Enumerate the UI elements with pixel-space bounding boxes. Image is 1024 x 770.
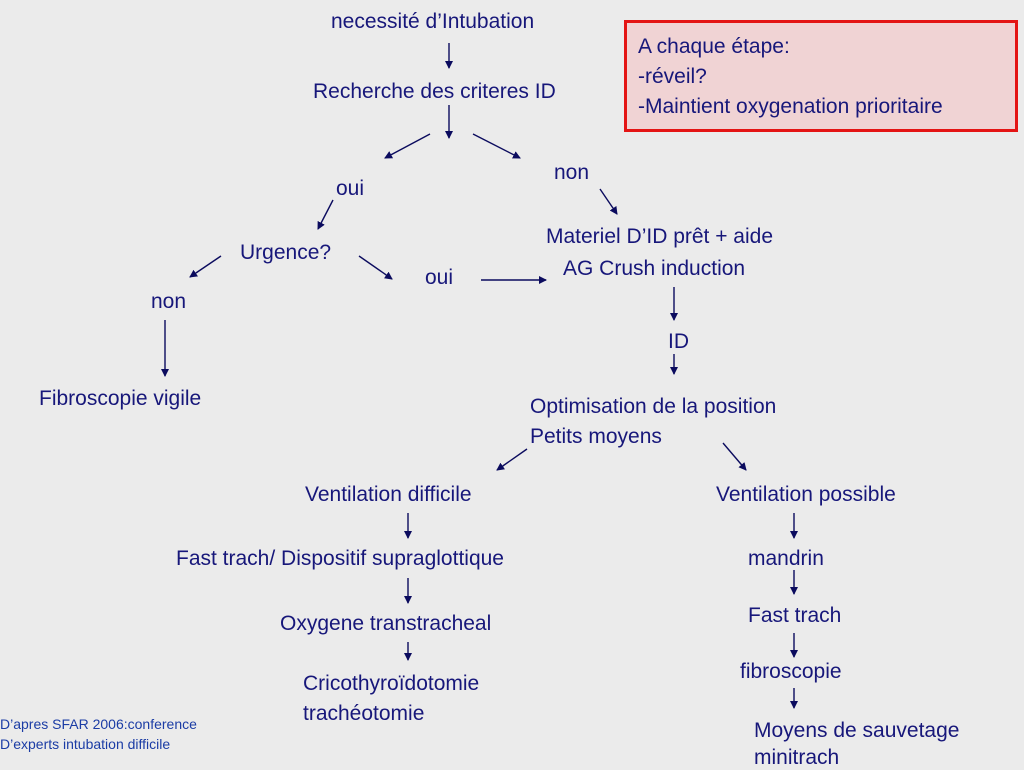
arrow-recherche-to-non [472,133,521,159]
reminder-note-box: A chaque étape: -réveil? -Maintient oxyg… [624,20,1018,132]
node-fast-trach-dispositif: Fast trach/ Dispositif supraglottique [176,547,504,570]
node-ventilation-possible: Ventilation possible [716,483,896,506]
node-urgence: Urgence? [240,241,332,264]
node-fibroscopie-vigile: Fibroscopie vigile [39,387,202,410]
label-non-2: non [151,290,187,313]
node-optimisation-line2: Petits moyens [530,425,662,448]
node-id: ID [668,330,689,353]
footer-line-2: D’experts intubation difficile [0,736,171,752]
node-necessite-intubation: necessité d’Intubation [331,10,535,33]
node-ventilation-difficile: Ventilation difficile [305,483,472,506]
node-fast-trach: Fast trach [748,604,842,627]
node-oxygene-transtracheal: Oxygene transtracheal [280,612,492,635]
node-fibroscopie: fibroscopie [740,660,842,683]
source-footer: D’apres SFAR 2006:conference D’experts i… [0,714,197,754]
arrow-oui-to-urgence [317,199,334,230]
label-non-1: non [554,161,590,184]
arrow-non-to-materiel [599,188,618,215]
arrow-recherche-to-oui [384,133,431,159]
node-ag-crush-induction: AG Crush induction [563,257,746,280]
node-optimisation-line1: Optimisation de la position [530,395,777,418]
node-recherche-criteres: Recherche des criteres ID [313,80,556,103]
arrow-optimisation-to-vent-difficile [496,448,528,471]
node-crico-line1: Cricothyroïdotomie [303,672,480,695]
note-line-2: -réveil? [638,65,707,88]
node-sauvetage-line1: Moyens de sauvetage [754,719,960,742]
note-line-1: A chaque étape: [638,35,790,58]
arrow-urgence-to-non [189,255,222,278]
arrow-optimisation-to-vent-possible [722,442,747,471]
footer-line-1: D’apres SFAR 2006:conference [0,716,197,732]
node-materiel-id: Materiel D’ID prêt + aide [546,225,774,248]
node-crico-line2: trachéotomie [303,702,425,725]
arrow-urgence-to-oui [358,255,393,280]
note-line-3: -Maintient oxygenation prioritaire [638,95,943,118]
node-mandrin: mandrin [748,547,824,570]
label-oui-1: oui [336,177,365,200]
node-sauvetage-line2: minitrach [754,746,840,769]
label-oui-2: oui [425,266,454,289]
